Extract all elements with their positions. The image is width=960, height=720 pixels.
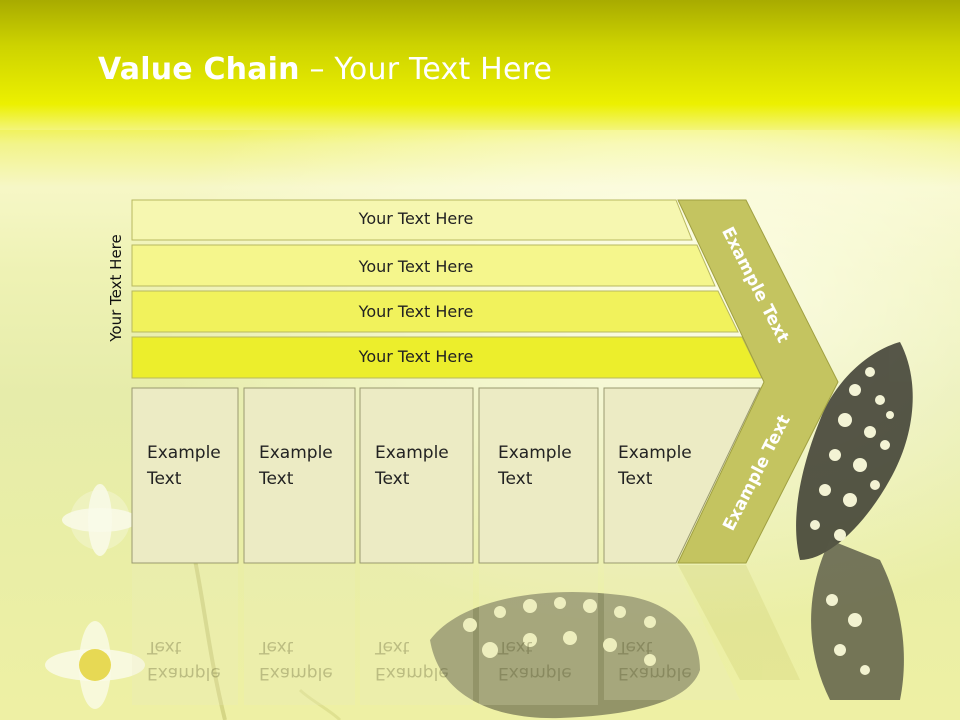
box-label-5-line1: Example [618,443,692,463]
box-label-2-line2: Text [259,469,294,489]
title-band [0,0,960,130]
box-label-2-line1: Example [259,443,333,463]
box-shape-1 [131,387,239,564]
box-reflection-1: Example Text [147,634,247,686]
box-reflection-2-line2: Text [259,637,294,657]
box-reflection-1-line1: Example [147,663,221,683]
row-shape-3 [131,290,739,333]
row-shape-1 [131,199,693,241]
box-reflection-4: Example Text [498,634,598,686]
box-label-3-line2: Text [375,469,410,489]
box-label-1-line1: Example [147,443,221,463]
butterfly-lower-illustration [430,592,700,719]
box-shape-4 [478,387,599,564]
box-reflection-5-line1: Example [618,663,692,683]
box-shape-2 [243,387,356,564]
box-label-3-line1: Example [375,443,449,463]
row-label-3: Your Text Here [358,302,474,321]
box-shape-3 [359,387,474,564]
box-label-5-line2: Text [618,469,653,489]
row-shape-2 [131,244,716,287]
box-reflection-3: Example Text [375,634,475,686]
daisy-illustration [45,484,342,720]
title-rest: – Your Text Here [299,52,553,87]
box-reflection-5-line2: Text [618,637,653,657]
row-label-2: Your Text Here [358,257,474,276]
box-label-1-line2: Text [147,469,182,489]
box-reflection-5: Example Text [618,634,718,686]
box-reflection-3-line1: Example [375,663,449,683]
box-reflection-2-line1: Example [259,663,333,683]
box-reflection-2: Example Text [259,634,359,686]
box-reflection-4-line1: Example [498,663,572,683]
box-reflection-4-line2: Text [498,637,533,657]
box-shape-5 [603,387,761,564]
box-label-4-line2: Text [498,469,533,489]
box-reflection-3-line2: Text [375,637,410,657]
row-label-4: Your Text Here [358,347,474,366]
title-bold: Value Chain [98,52,300,87]
row-label-1: Your Text Here [358,209,474,228]
butterfly-illustration [796,342,913,700]
page-title: Value Chain – Your Text Here [98,52,552,87]
reflection-shapes [132,565,800,705]
box-reflection-1-line2: Text [147,637,182,657]
box-label-4-line1: Example [498,443,572,463]
chevron-arrow-shape [677,199,839,564]
